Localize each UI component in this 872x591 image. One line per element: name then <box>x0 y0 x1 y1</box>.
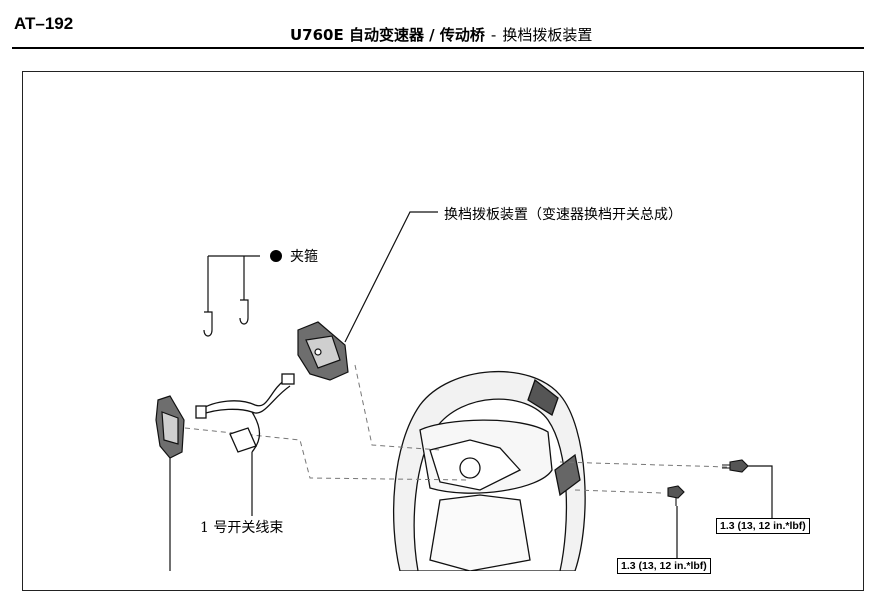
clip-bullet <box>270 250 282 262</box>
page-title: U760E 自动变速器 / 传动桥-换档拨板装置 <box>290 24 592 45</box>
label-clip: 夹箍 <box>290 249 318 265</box>
steering-wheel <box>392 370 586 571</box>
wire-harness <box>195 373 295 453</box>
paddle-switch-right <box>297 321 349 381</box>
torque-spec-right: 1.3 (13, 12 in.*lbf) <box>716 518 810 534</box>
bolt-right-leader <box>748 465 773 518</box>
title-separator: - <box>490 26 497 44</box>
paddle-switch-left <box>155 395 185 459</box>
page-code: AT–192 <box>14 14 74 33</box>
exploded-view-illustration <box>155 211 773 571</box>
model-title: U760E 自动变速器 / 传动桥 <box>290 26 485 44</box>
bolt-right <box>722 459 749 473</box>
header-rule <box>12 47 864 49</box>
section-title: 换档拨板装置 <box>502 26 593 44</box>
label-wire-harness: 1 号开关线束 <box>200 520 284 536</box>
bolt-left <box>667 485 685 506</box>
paddle-leader <box>344 211 438 343</box>
torque-spec-left: 1.3 (13, 12 in.*lbf) <box>617 558 711 574</box>
clip-parts <box>203 255 260 337</box>
label-paddle-assembly: 换档拨板装置（变速器换档开关总成） <box>444 207 682 223</box>
